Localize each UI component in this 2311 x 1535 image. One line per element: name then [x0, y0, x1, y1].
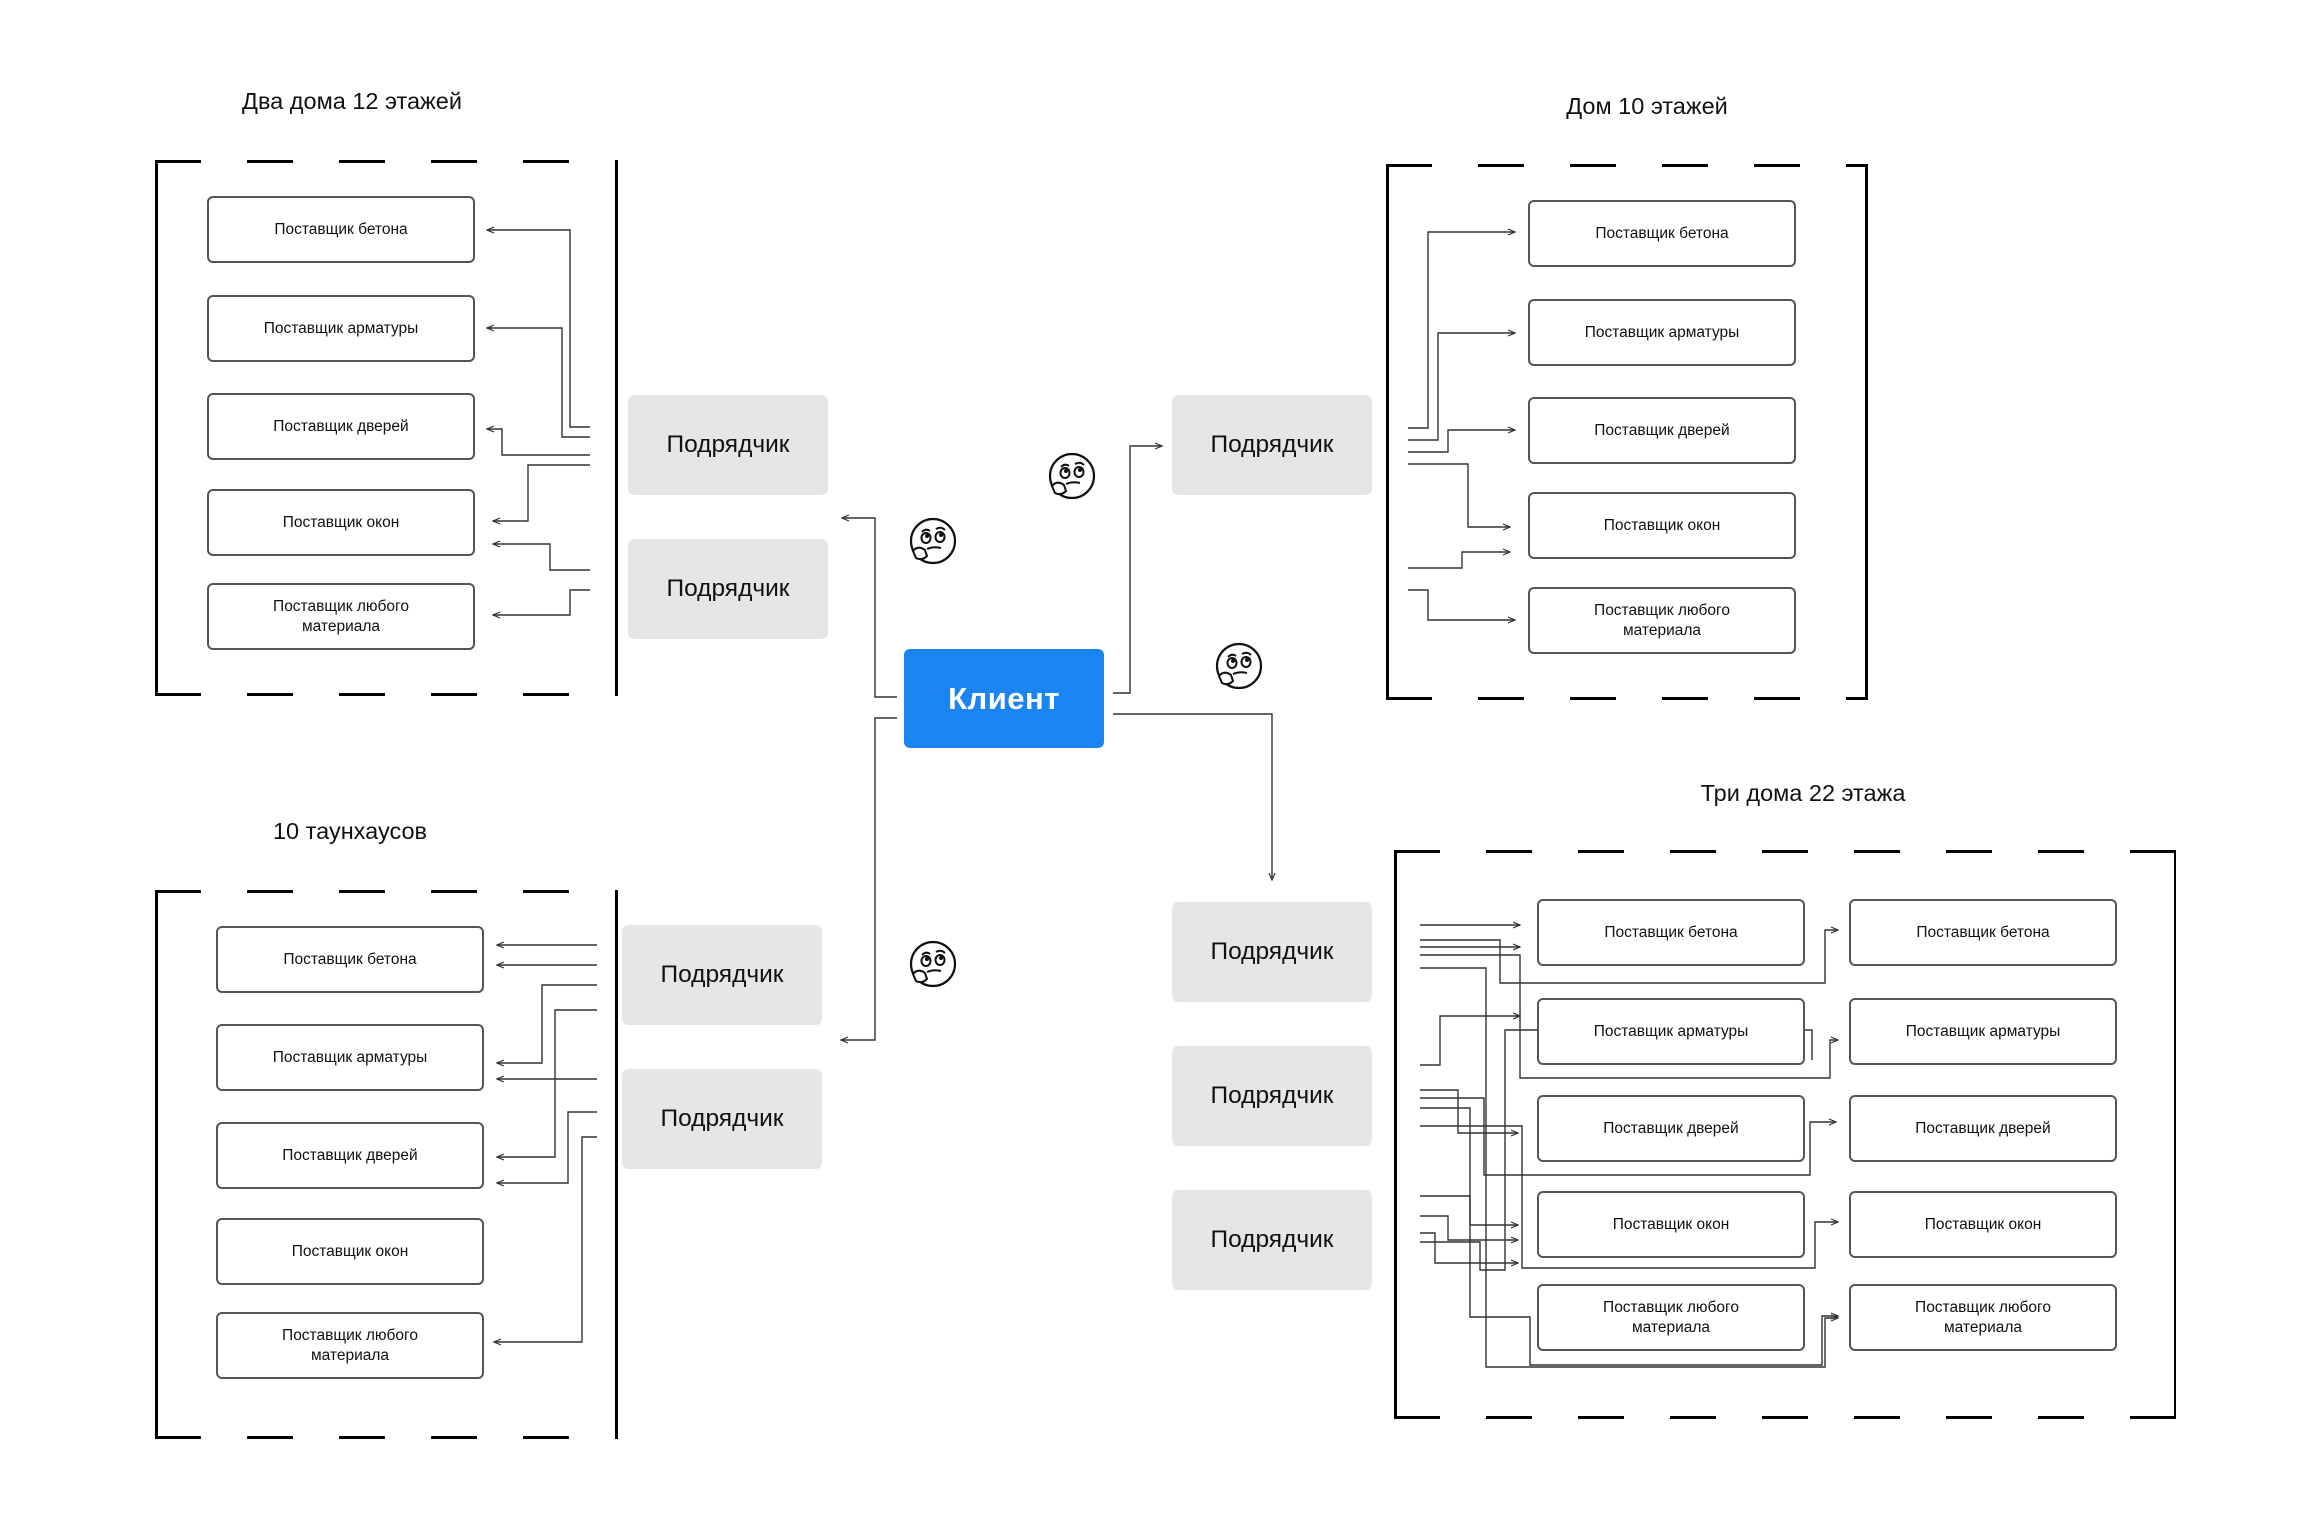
supplier-concrete[interactable]: Поставщик бетона: [1537, 899, 1805, 966]
contractor-node[interactable]: Подрядчик: [1172, 1046, 1372, 1146]
supplier-any-material[interactable]: Поставщик любого материала: [1528, 587, 1796, 654]
supplier-any-material[interactable]: Поставщик любого материала: [207, 583, 475, 650]
thinking-face-icon: [1215, 642, 1263, 690]
group-title-4: Три дома 22 этажа: [1700, 780, 1906, 806]
contractor-node[interactable]: Подрядчик: [628, 395, 828, 495]
supplier-rebar[interactable]: Поставщик арматуры: [207, 295, 475, 362]
supplier-concrete[interactable]: Поставщик бетона: [1528, 200, 1796, 267]
supplier-any-material[interactable]: Поставщик любого материала: [1537, 1284, 1805, 1351]
group-title-2: Дом 10 этажей: [1566, 93, 1728, 119]
thinking-face-icon: [909, 940, 957, 988]
contractor-node[interactable]: Подрядчик: [1172, 395, 1372, 495]
supplier-windows[interactable]: Поставщик окон: [216, 1218, 484, 1285]
supplier-doors[interactable]: Поставщик дверей: [1849, 1095, 2117, 1162]
group-title-1: Два дома 12 этажей: [242, 88, 462, 114]
contractor-node[interactable]: Подрядчик: [628, 539, 828, 639]
supplier-doors[interactable]: Поставщик дверей: [207, 393, 475, 460]
supplier-windows[interactable]: Поставщик окон: [1528, 492, 1796, 559]
supplier-any-material[interactable]: Поставщик любого материала: [1849, 1284, 2117, 1351]
contractor-node[interactable]: Подрядчик: [1172, 1190, 1372, 1290]
supplier-concrete[interactable]: Поставщик бетона: [207, 196, 475, 263]
supplier-rebar[interactable]: Поставщик арматуры: [1537, 998, 1805, 1065]
contractor-node[interactable]: Подрядчик: [1172, 902, 1372, 1002]
thinking-face-icon: [909, 517, 957, 565]
supplier-rebar[interactable]: Поставщик арматуры: [1528, 299, 1796, 366]
supplier-any-material[interactable]: Поставщик любого материала: [216, 1312, 484, 1379]
supplier-rebar[interactable]: Поставщик арматуры: [216, 1024, 484, 1091]
supplier-concrete[interactable]: Поставщик бетона: [1849, 899, 2117, 966]
supplier-windows[interactable]: Поставщик окон: [1849, 1191, 2117, 1258]
supplier-windows[interactable]: Поставщик окон: [207, 489, 475, 556]
client-node[interactable]: Клиент: [904, 649, 1104, 748]
contractor-node[interactable]: Подрядчик: [622, 1069, 822, 1169]
contractor-node[interactable]: Подрядчик: [622, 925, 822, 1025]
supplier-concrete[interactable]: Поставщик бетона: [216, 926, 484, 993]
supplier-doors[interactable]: Поставщик дверей: [216, 1122, 484, 1189]
supplier-doors[interactable]: Поставщик дверей: [1537, 1095, 1805, 1162]
supplier-windows[interactable]: Поставщик окон: [1537, 1191, 1805, 1258]
thinking-face-icon: [1048, 452, 1096, 500]
group-title-3: 10 таунхаусов: [272, 818, 428, 844]
supplier-doors[interactable]: Поставщик дверей: [1528, 397, 1796, 464]
supplier-rebar[interactable]: Поставщик арматуры: [1849, 998, 2117, 1065]
